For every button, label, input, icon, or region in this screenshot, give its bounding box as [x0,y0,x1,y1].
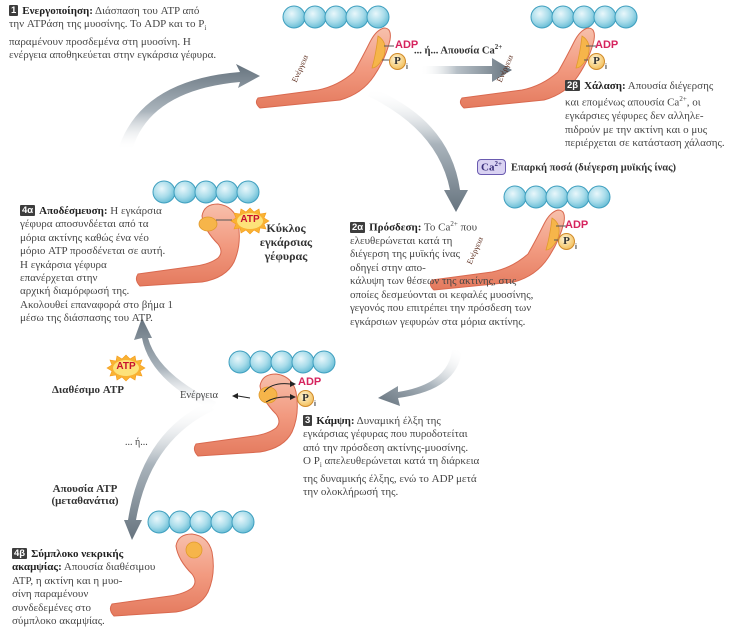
step-badge-4a: 4α [20,205,36,216]
adp-label-step3: ADP [298,376,322,388]
step-badge-2a: 2α [350,221,366,233]
step-badge-4b: 4β [12,548,28,559]
energy-release-label: Ενέργεια [180,390,219,401]
step4b-title: Σύμπλοκο νεκρικής [31,548,124,560]
step2b-title: Χάλαση: [584,80,626,92]
no-calcium-label: ... ή... Απουσία Ca2+ [414,43,503,57]
step-badge-1: 1 [9,5,19,16]
step1-title: Ενεργοποίηση: [22,5,93,17]
adp-label-step2a: ADP [565,219,589,231]
arrow-to-relaxation [420,58,512,82]
atp-label-step4a: ATP [240,214,260,225]
no-atp-label: Απουσία ATP (μεταθανάτια) [51,483,119,507]
step4a-title: Αποδέσμευση: [39,205,108,217]
arrow-to-bending [378,350,462,406]
step2a-title: Πρόσδεση: [369,221,422,234]
available-atp-label: Διαθέσιμο ATP [52,384,124,396]
actin-filament-step2b [530,5,638,29]
myosin-head-bent-step3 [193,373,298,457]
cycle-title: Κύκλος εγκάρσιας γέφυρας [259,221,313,263]
actin-filament-step1 [282,5,390,29]
calcium-ion-icon: Ca2+ [477,159,506,175]
phosphate-icon-step2b: P [588,53,605,70]
actin-filament-step4b [147,510,255,534]
adp-label-step2b: ADP [595,39,619,51]
phosphate-icon-step1: P [389,53,406,70]
step-badge-3: 3 [303,415,313,426]
or-label: ... ή... [125,437,148,448]
arrow-to-activation [118,64,260,150]
arrow-to-detachment [134,318,216,410]
actin-filament-step4a [152,180,260,204]
atp-label-available: ATP [116,361,136,372]
arrow-to-binding [368,88,468,212]
phosphate-icon-step2a: P [558,233,575,250]
phosphate-icon-step3: P [297,390,314,407]
step-badge-2b: 2β [565,80,581,91]
actin-filament-step2a [503,185,611,209]
arrow-to-rigor [124,402,214,540]
adp-label-step1: ADP [395,39,419,51]
calcium-sufficient-label: Ca2+Επαρκή ποσά (διέγερση μυϊκής ίνας) [477,159,676,175]
step3-title: Κάμψη: [316,415,355,427]
actin-filament-step3 [228,350,336,374]
